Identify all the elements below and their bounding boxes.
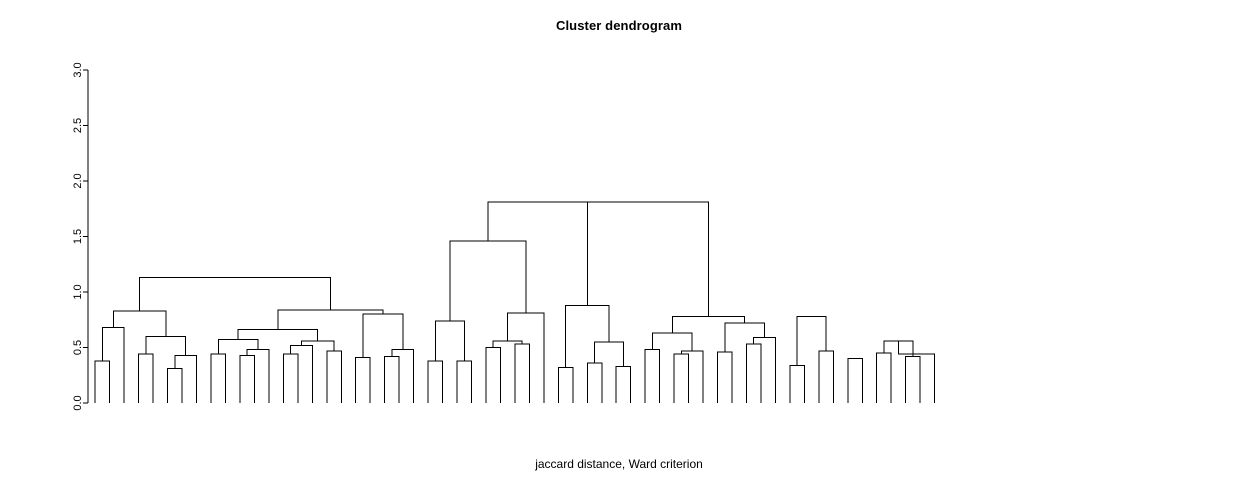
dendrogram-link bbox=[745, 343, 762, 403]
dendrogram-link bbox=[112, 310, 167, 337]
dendrogram-link bbox=[487, 201, 648, 241]
dendrogram-link bbox=[217, 339, 259, 355]
page-title: Cluster dendrogram bbox=[555, 18, 683, 33]
dendrogram-link bbox=[326, 350, 342, 403]
dendrogram-link bbox=[239, 354, 255, 403]
dendrogram-link bbox=[514, 343, 530, 403]
dendrogram-link bbox=[434, 320, 465, 361]
dendrogram-link bbox=[644, 349, 661, 403]
dendrogram-link bbox=[615, 365, 632, 403]
dendrogram-link bbox=[586, 201, 709, 317]
dendrogram-link bbox=[651, 332, 693, 351]
dendrogram-link bbox=[753, 337, 776, 403]
dendrogram-links bbox=[94, 201, 936, 403]
y-tick-label: 2.5 bbox=[72, 118, 84, 133]
dendrogram-link bbox=[167, 368, 183, 403]
dendrogram-link bbox=[145, 335, 187, 356]
dendrogram-link bbox=[905, 355, 921, 403]
dendrogram-link bbox=[277, 309, 384, 330]
dendrogram-link bbox=[818, 350, 834, 403]
dendrogram-link bbox=[449, 240, 527, 321]
dendrogram-link bbox=[101, 327, 125, 403]
y-tick-label: 0.0 bbox=[72, 395, 84, 410]
dendrogram-link bbox=[847, 358, 863, 403]
dendrogram-link bbox=[391, 349, 415, 403]
y-tick-label: 3.0 bbox=[72, 62, 84, 77]
y-tick-label: 2.0 bbox=[72, 173, 84, 188]
dendrogram-link bbox=[138, 353, 154, 403]
dendrogram-link bbox=[300, 340, 335, 351]
y-tick-label: 1.5 bbox=[72, 229, 84, 244]
dendrogram-link bbox=[789, 364, 805, 403]
dendrogram-link bbox=[282, 353, 299, 403]
dendrogram-link bbox=[717, 351, 733, 403]
dendrogram-link bbox=[671, 315, 746, 334]
dendrogram-link bbox=[485, 347, 501, 403]
dendrogram-link bbox=[139, 277, 331, 311]
y-tick-label: 0.5 bbox=[72, 340, 84, 355]
dendrogram-link bbox=[680, 350, 704, 403]
dendrogram-link bbox=[507, 312, 545, 403]
dendrogram-link bbox=[210, 353, 226, 403]
dendrogram-link bbox=[362, 313, 404, 358]
y-axis: 0.0 0.5 1.0 1.5 2.0 2.5 3.0 bbox=[72, 62, 89, 411]
dendrogram-link bbox=[384, 355, 400, 403]
dendrogram-link bbox=[94, 360, 111, 403]
dendrogram-link bbox=[174, 354, 198, 403]
dendrogram-link bbox=[796, 315, 827, 366]
dendrogram-link bbox=[355, 356, 371, 403]
dendrogram-link bbox=[897, 340, 936, 403]
x-axis-label: jaccard distance, Ward criterion bbox=[535, 457, 703, 471]
dendrogram-link bbox=[456, 360, 473, 403]
dendrogram-link bbox=[246, 349, 270, 403]
y-tick-label: 1.0 bbox=[72, 284, 84, 299]
dendrogram-link bbox=[586, 362, 603, 403]
dendrogram-link bbox=[557, 366, 574, 403]
dendrogram-link bbox=[427, 360, 444, 403]
dendrogram-link bbox=[876, 352, 892, 403]
dendrogram-link bbox=[673, 353, 690, 403]
dendrogram-link bbox=[237, 329, 319, 341]
dendrogram-link bbox=[565, 304, 610, 368]
